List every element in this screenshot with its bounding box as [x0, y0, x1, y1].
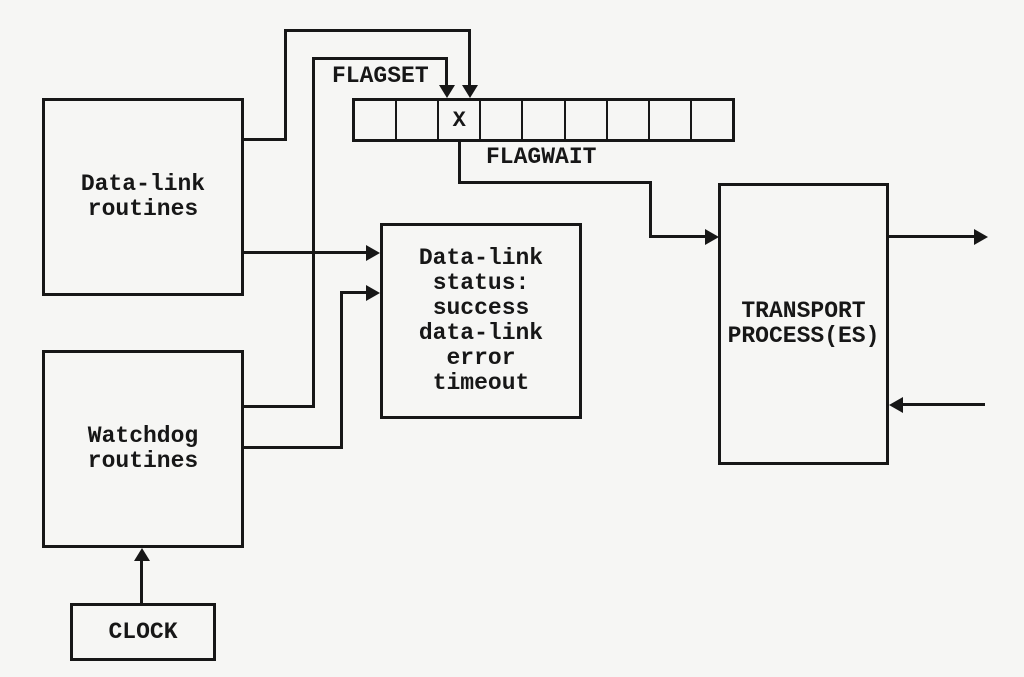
clock-label: CLOCK: [108, 618, 178, 645]
datalink-flagset-segment-3: [284, 29, 471, 32]
watchdog-routines-box: Watchdog routines: [42, 350, 244, 548]
status-label-line3: success: [432, 295, 530, 321]
flagwait-transport-segment-2: [458, 181, 652, 184]
transport-process-box: TRANSPORT PROCESS(ES): [718, 183, 889, 465]
watchdog-routines-label-line1: Watchdog: [87, 423, 199, 449]
transport-output-segment: [888, 235, 974, 238]
transport-label-line1: TRANSPORT: [741, 298, 866, 324]
flagwait-transport-segment-1: [458, 142, 461, 184]
flagset-label: FLAGSET: [332, 63, 429, 89]
flag-cell-6: [563, 101, 606, 139]
flag-register: X: [352, 98, 735, 142]
flag-cell-8: [647, 101, 690, 139]
datalink-status-arrowhead-icon: [366, 245, 380, 261]
flagwait-transport-segment-3: [649, 181, 652, 238]
datalink-flagset-segment-2: [284, 29, 287, 141]
transport-input-segment: [902, 403, 985, 406]
datalink-status-segment: [243, 251, 368, 254]
transport-input-arrowhead-icon: [889, 397, 903, 413]
status-label-line4: data-link: [418, 320, 544, 346]
datalink-flagset-segment-4: [468, 29, 471, 87]
watchdog-status-segment-2: [340, 291, 343, 449]
flag-cell-1: [355, 101, 395, 139]
clock-box: CLOCK: [70, 603, 216, 661]
flag-cell-7: [605, 101, 648, 139]
flag-cell-3-marked: X: [437, 101, 479, 139]
datalink-routines-label-line2: routines: [87, 196, 199, 222]
datalink-routines-label-line1: Data-link: [80, 171, 206, 197]
status-label-line5: error: [446, 345, 516, 371]
flag-cell-9: [689, 101, 732, 139]
watchdog-status-arrowhead-icon: [366, 285, 380, 301]
watchdog-flagset-arrowhead-icon: [439, 85, 455, 98]
clock-watchdog-arrowhead-icon: [134, 548, 150, 561]
watchdog-status-segment-1: [243, 446, 343, 449]
transport-label-line2: PROCESS(ES): [727, 323, 880, 349]
datalink-flagset-arrowhead-icon: [462, 85, 478, 98]
datalink-flagset-segment-1: [243, 138, 287, 141]
watchdog-routines-label-line2: routines: [87, 448, 199, 474]
watchdog-flagset-segment-2: [312, 57, 315, 408]
datalink-routines-box: Data-link routines: [42, 98, 244, 296]
watchdog-flagset-segment-4: [445, 57, 448, 87]
status-label-line1: Data-link: [418, 245, 544, 271]
flag-cell-2: [395, 101, 437, 139]
flag-cell-5: [521, 101, 563, 139]
watchdog-flagset-segment-1: [243, 405, 315, 408]
flagwait-transport-arrowhead-icon: [705, 229, 719, 245]
clock-watchdog-segment: [140, 558, 143, 603]
flagwait-transport-segment-4: [649, 235, 707, 238]
datalink-status-box: Data-link status: success data-link erro…: [380, 223, 582, 419]
status-label-line2: status:: [432, 270, 530, 296]
flag-cell-4: [479, 101, 521, 139]
watchdog-status-segment-3: [340, 291, 368, 294]
flagwait-label: FLAGWAIT: [486, 144, 597, 170]
status-label-line6: timeout: [432, 370, 530, 396]
transport-output-arrowhead-icon: [974, 229, 988, 245]
watchdog-flagset-segment-3: [312, 57, 448, 60]
